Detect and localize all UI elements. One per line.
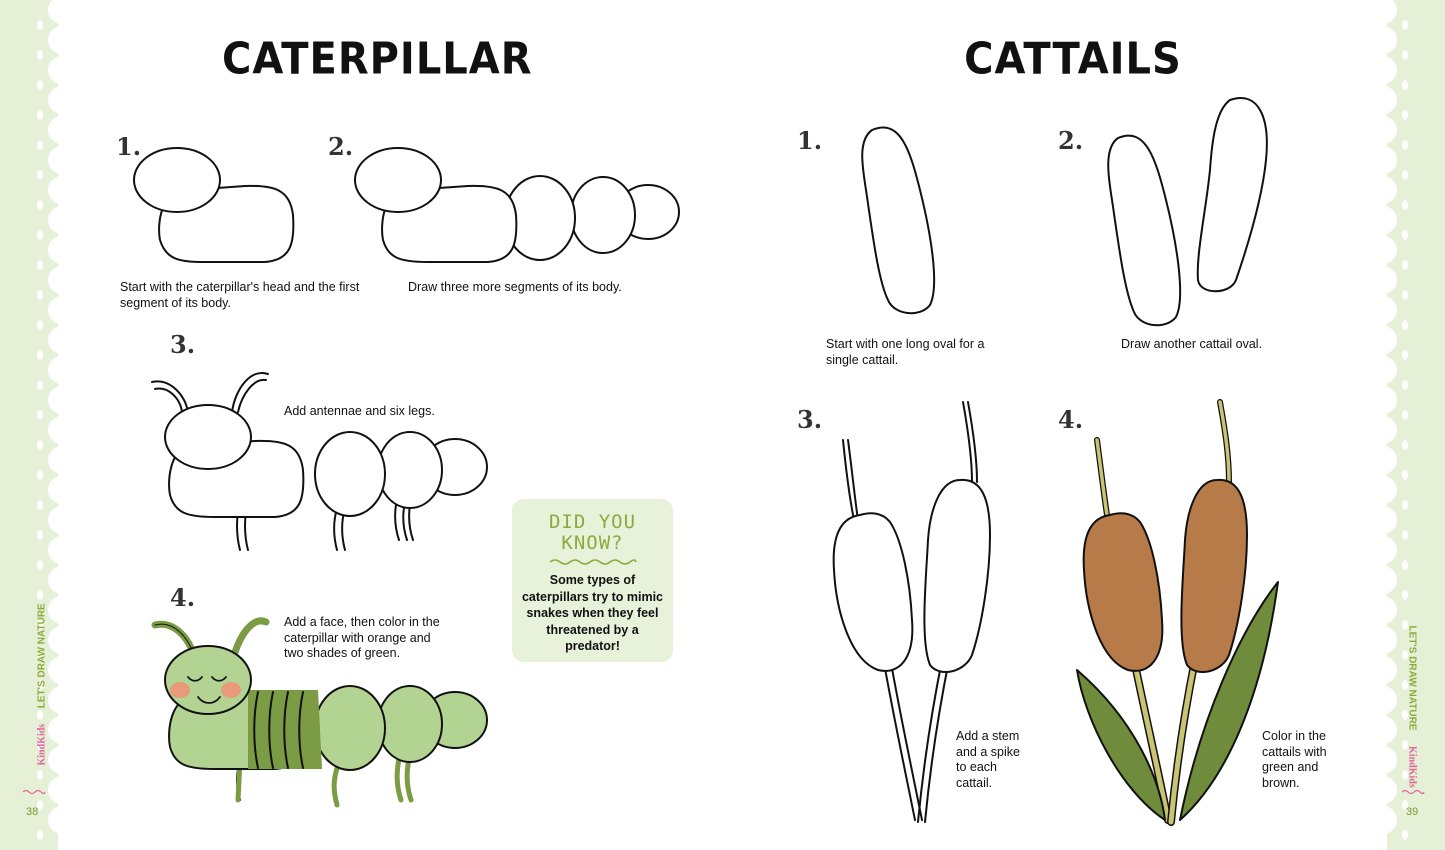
wavy-divider <box>549 559 637 565</box>
step-caption: Add a face, then color in the caterpilla… <box>284 615 440 660</box>
cattails-step3-drawing <box>832 401 991 823</box>
brand-name: KindKids <box>1406 746 1418 788</box>
step-number: 4. <box>1058 405 1084 434</box>
step-caption: Draw three more segments of its body. <box>408 280 622 294</box>
caterpillar-step3-drawing <box>151 372 488 551</box>
step-number: 1. <box>797 126 823 155</box>
step-caption: Start with the caterpillar's head and th… <box>120 280 360 310</box>
cattails-step2-drawing <box>1107 97 1268 327</box>
caterpillar-step1-drawing <box>133 147 295 263</box>
side-label-right: LET'S DRAW NATURE KindKids <box>1406 625 1418 788</box>
step-number: 3. <box>797 405 823 434</box>
caterpillar-step2-drawing <box>354 147 680 263</box>
caterpillar-step4-drawing <box>151 617 488 808</box>
page-title-cattails: CATTAILS <box>964 33 1182 85</box>
cattails-step4-drawing <box>1076 399 1279 826</box>
step-caption: Start with one long oval for a single ca… <box>826 337 985 367</box>
did-you-know-heading: DID YOU KNOW? <box>548 511 637 554</box>
cattails-step1-drawing <box>861 126 936 315</box>
did-you-know-callout: DID YOU KNOW? Some types of caterpillars… <box>512 499 673 662</box>
step-number: 3. <box>170 330 196 359</box>
step-number: 1. <box>116 132 142 161</box>
wave-mark-left <box>22 789 46 795</box>
step-caption: Add antennae and six legs. <box>284 404 435 418</box>
step-number: 2. <box>328 132 354 161</box>
side-label-left: KindKids LET'S DRAW NATURE <box>36 603 48 766</box>
did-you-know-text: Some types of caterpillars try to mimic … <box>521 573 664 653</box>
step-number: 2. <box>1058 126 1084 155</box>
step-caption: Color in the cattails with green and bro… <box>1262 729 1327 790</box>
step-caption: Draw another cattail oval. <box>1121 337 1263 351</box>
book-title: LET'S DRAW NATURE <box>1406 625 1418 731</box>
wave-mark-right <box>1401 789 1425 795</box>
page-number-right: 39 <box>1406 806 1419 818</box>
page-title-caterpillar: CATERPILLAR <box>222 33 533 85</box>
page-number-left: 38 <box>26 806 39 818</box>
brand-name: KindKids <box>36 723 48 766</box>
step-number: 4. <box>170 583 196 612</box>
book-title: LET'S DRAW NATURE <box>36 603 48 709</box>
step-caption: Add a stem and a spike to each cattail. <box>956 729 1020 790</box>
